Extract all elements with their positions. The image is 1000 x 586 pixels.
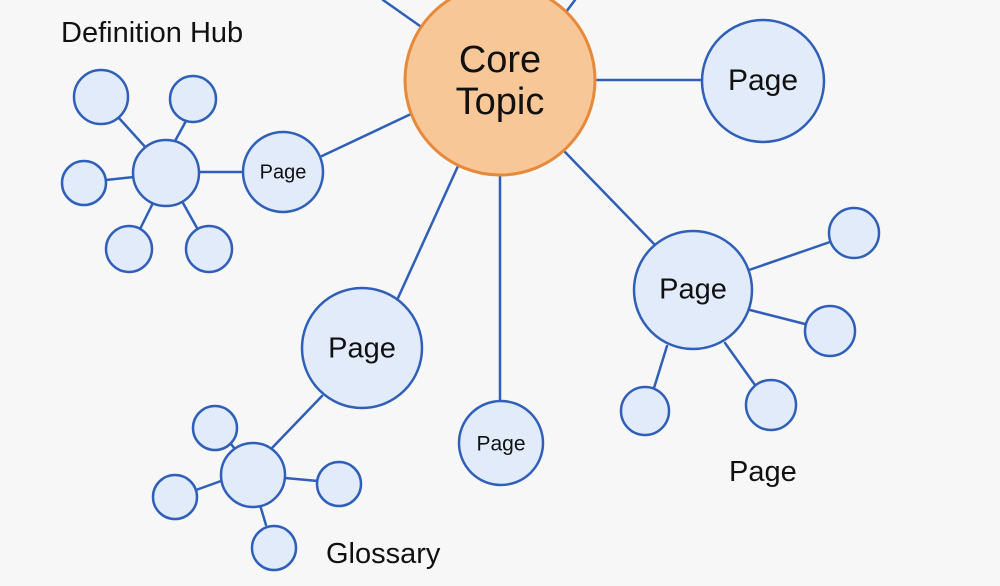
glossary-cluster <box>151 404 363 572</box>
core-topic-label-line1: Core <box>459 39 541 81</box>
glossary-leaf <box>315 460 363 508</box>
definition-hub-cluster <box>60 68 234 274</box>
definition-hub-center <box>131 138 201 208</box>
glossary-leaf <box>151 473 199 521</box>
page-node-lower-left: Page <box>300 286 424 410</box>
glossary-hub-center <box>219 441 287 509</box>
edges <box>104 0 832 527</box>
page-node-right: Page <box>700 18 826 144</box>
edge-core-top-left <box>381 0 422 28</box>
page-node-left: Page <box>241 130 325 214</box>
page-node-lower-right-label: Page <box>659 274 727 306</box>
edge-lr-leaf-3 <box>652 344 669 390</box>
definition-hub-label: Definition Hub <box>61 17 243 49</box>
core-topic-circle <box>403 0 597 177</box>
page-node-lower-left-label: Page <box>328 333 396 365</box>
lower-right-leaf <box>744 378 798 432</box>
glossary-leaf <box>250 524 298 572</box>
definition-hub-leaf <box>60 159 108 207</box>
page-node-lower-left-circle <box>300 286 424 410</box>
edge-glossary-leaf-4 <box>258 503 268 527</box>
edge-glossary-lower-left-page <box>270 394 324 450</box>
lower-right-leaf <box>619 385 671 437</box>
lower-right-page-cluster <box>619 206 881 437</box>
definition-hub-leaf <box>168 74 218 124</box>
edge-core-left-page <box>320 112 413 158</box>
page-node-lower-right-circle <box>632 229 754 351</box>
page-node-left-circle <box>241 130 325 214</box>
definition-hub-leaf <box>104 224 154 274</box>
edge-hub-leaf-4 <box>138 201 155 231</box>
page-node-lower-right: Page <box>632 229 754 351</box>
edge-hub-leaf-5 <box>181 201 199 230</box>
edge-hub-leaf-3 <box>104 175 136 182</box>
glossary-label: Glossary <box>326 538 441 570</box>
page-node-right-circle <box>700 18 826 144</box>
page-node-bottom-circle <box>457 399 545 487</box>
edge-lr-leaf-1 <box>747 240 832 272</box>
page-node-bottom-label: Page <box>476 433 525 456</box>
page-node-bottom: Page <box>457 399 545 487</box>
definition-hub-leaf <box>72 68 130 126</box>
glossary-leaf <box>191 404 239 452</box>
edge-lr-leaf-4 <box>723 341 757 387</box>
edge-hub-leaf-1 <box>116 115 149 151</box>
edge-core-lower-right-page <box>563 150 658 248</box>
edge-core-lower-left-page <box>396 164 460 300</box>
edge-glossary-leaf-3 <box>194 479 223 492</box>
core-topic-node: Core Topic <box>403 0 597 177</box>
lower-right-leaf <box>803 304 857 358</box>
page-node-left-label: Page <box>260 161 307 183</box>
edge-glossary-leaf-2 <box>283 476 320 483</box>
page-node-right-label: Page <box>728 64 798 97</box>
definition-hub-leaf <box>184 224 234 274</box>
core-topic-label-line2: Topic <box>456 81 545 123</box>
lower-right-leaf <box>827 206 881 260</box>
page-caption-label: Page <box>729 456 797 488</box>
edge-core-top-right <box>564 0 577 14</box>
edge-hub-leaf-2 <box>173 119 188 143</box>
edge-lr-leaf-2 <box>748 308 807 326</box>
